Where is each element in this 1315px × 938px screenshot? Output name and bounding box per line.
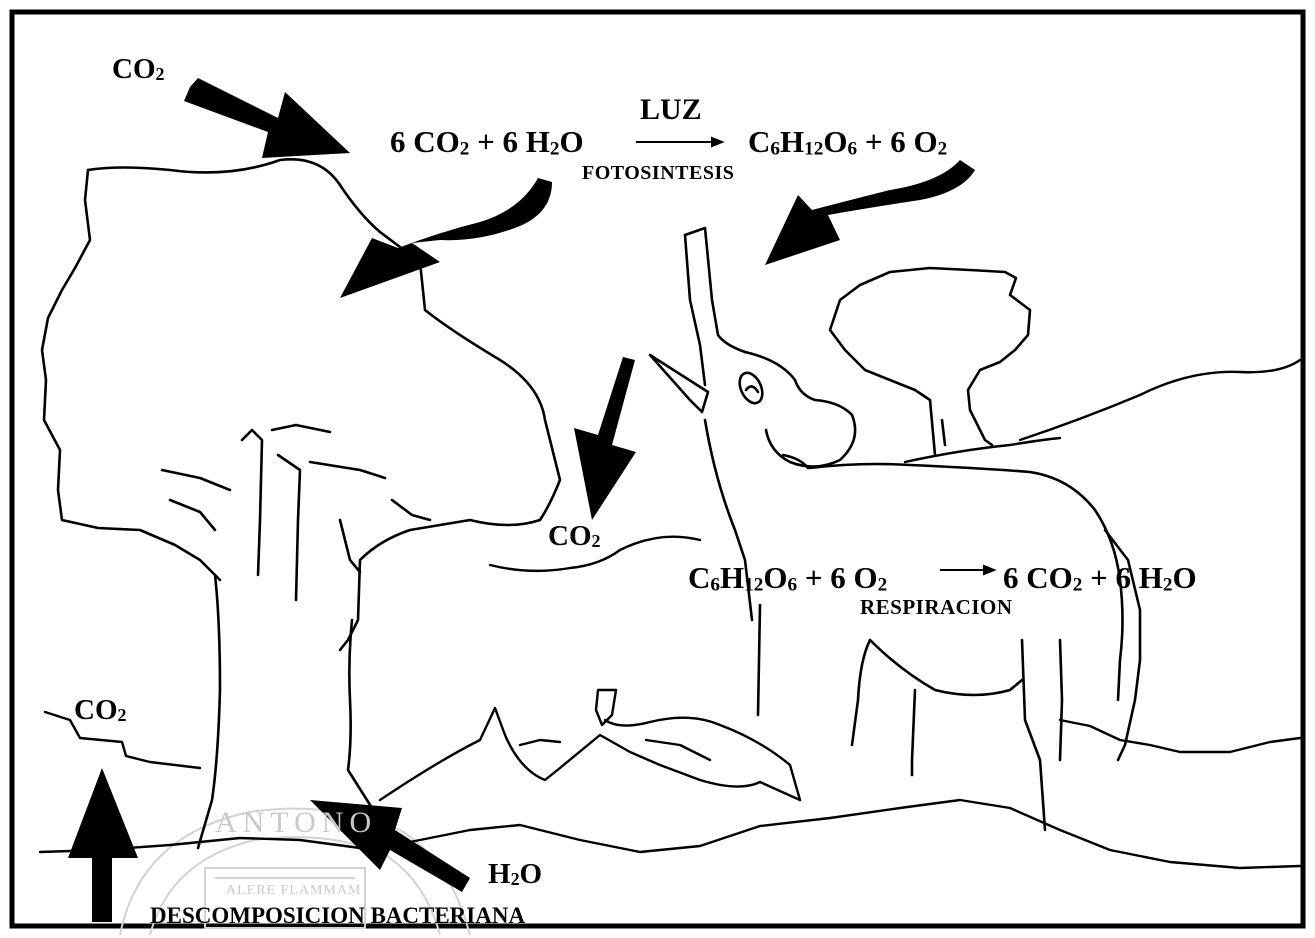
- arrow-photosynthesis-to-tree: [340, 178, 552, 298]
- arrow-o2-to-elephant: [765, 160, 975, 265]
- elephant-eye: [735, 369, 767, 406]
- elephant-head: [745, 352, 855, 467]
- tree-left-branch-6: [170, 500, 215, 530]
- tree-left-branch-3: [278, 455, 300, 600]
- tree-right-trunk: [942, 420, 945, 445]
- tree-left-branch-2: [272, 425, 330, 432]
- ridge-e: [646, 740, 710, 760]
- co2-label-middle: CO2: [548, 522, 600, 551]
- respiration-reactants: C6H12O6 + 6 O2: [688, 562, 887, 595]
- elephant-leg-3: [1022, 640, 1045, 830]
- arrow-decomposition-up: [68, 768, 138, 922]
- photosynthesis-caption: FOTOSINTESIS: [582, 163, 734, 183]
- respiration-arrow-head: [984, 566, 994, 574]
- respiration-products: 6 CO2 + 6 H2O: [1003, 562, 1197, 595]
- tree-left-canopy-left: [42, 170, 220, 580]
- watermark-arc-text: ANTONO: [215, 808, 377, 838]
- respiration-caption: RESPIRACION: [860, 597, 1013, 618]
- photosynthesis-products: C6H12O6 + 6 O2: [748, 126, 947, 159]
- tree-left: [42, 159, 560, 848]
- elephant-eye-inner: [746, 386, 758, 392]
- photosynthesis-arrow-head: [712, 138, 722, 146]
- elephant-belly: [870, 640, 1022, 695]
- ridge-a: [380, 708, 800, 800]
- ridge-right: [1120, 738, 1300, 752]
- tree-left-branch-5: [162, 470, 230, 490]
- tree-left-branch-8: [392, 500, 430, 520]
- photosynthesis-reactants: 6 CO2 + 6 H2O: [390, 126, 584, 159]
- water-label: H2O: [488, 860, 542, 889]
- elephant-front-leg: [758, 605, 760, 715]
- equation-arrows: [636, 138, 994, 574]
- elephant-leg-2: [912, 690, 915, 775]
- tree-right-canopy: [830, 268, 1030, 455]
- ridge-right-2: [1060, 720, 1120, 740]
- ridge-b: [520, 740, 560, 745]
- arrows: [68, 78, 975, 922]
- elephant-leg-4: [1060, 640, 1062, 760]
- light-label: LUZ: [640, 95, 702, 125]
- horizon-right: [1020, 360, 1300, 440]
- co2-label-top-left: CO2: [112, 55, 164, 84]
- arrow-co2-in: [184, 78, 350, 158]
- co2-label-ground-left: CO2: [74, 696, 126, 725]
- tree-right: [830, 268, 1030, 455]
- elephant-trunk: [685, 228, 745, 352]
- arrow-co2-down: [574, 357, 636, 520]
- watermark-motto: ALERE FLAMMAM: [226, 884, 362, 898]
- diagram-frame: [12, 12, 1303, 926]
- landscape-lines: [40, 360, 1300, 868]
- elephant-tusk: [650, 355, 708, 412]
- elephant-leg-1: [852, 640, 870, 745]
- elephant-trunk-inner: [685, 235, 705, 385]
- tree-left-branch-7: [340, 520, 360, 572]
- horizon-right-low: [905, 438, 1060, 462]
- tree-left-branch-4: [310, 462, 385, 478]
- decomposition-label: DESCOMPOSICION BACTERIANA: [150, 904, 525, 927]
- tree-left-branch-1: [242, 430, 262, 575]
- elephant: [650, 228, 1140, 830]
